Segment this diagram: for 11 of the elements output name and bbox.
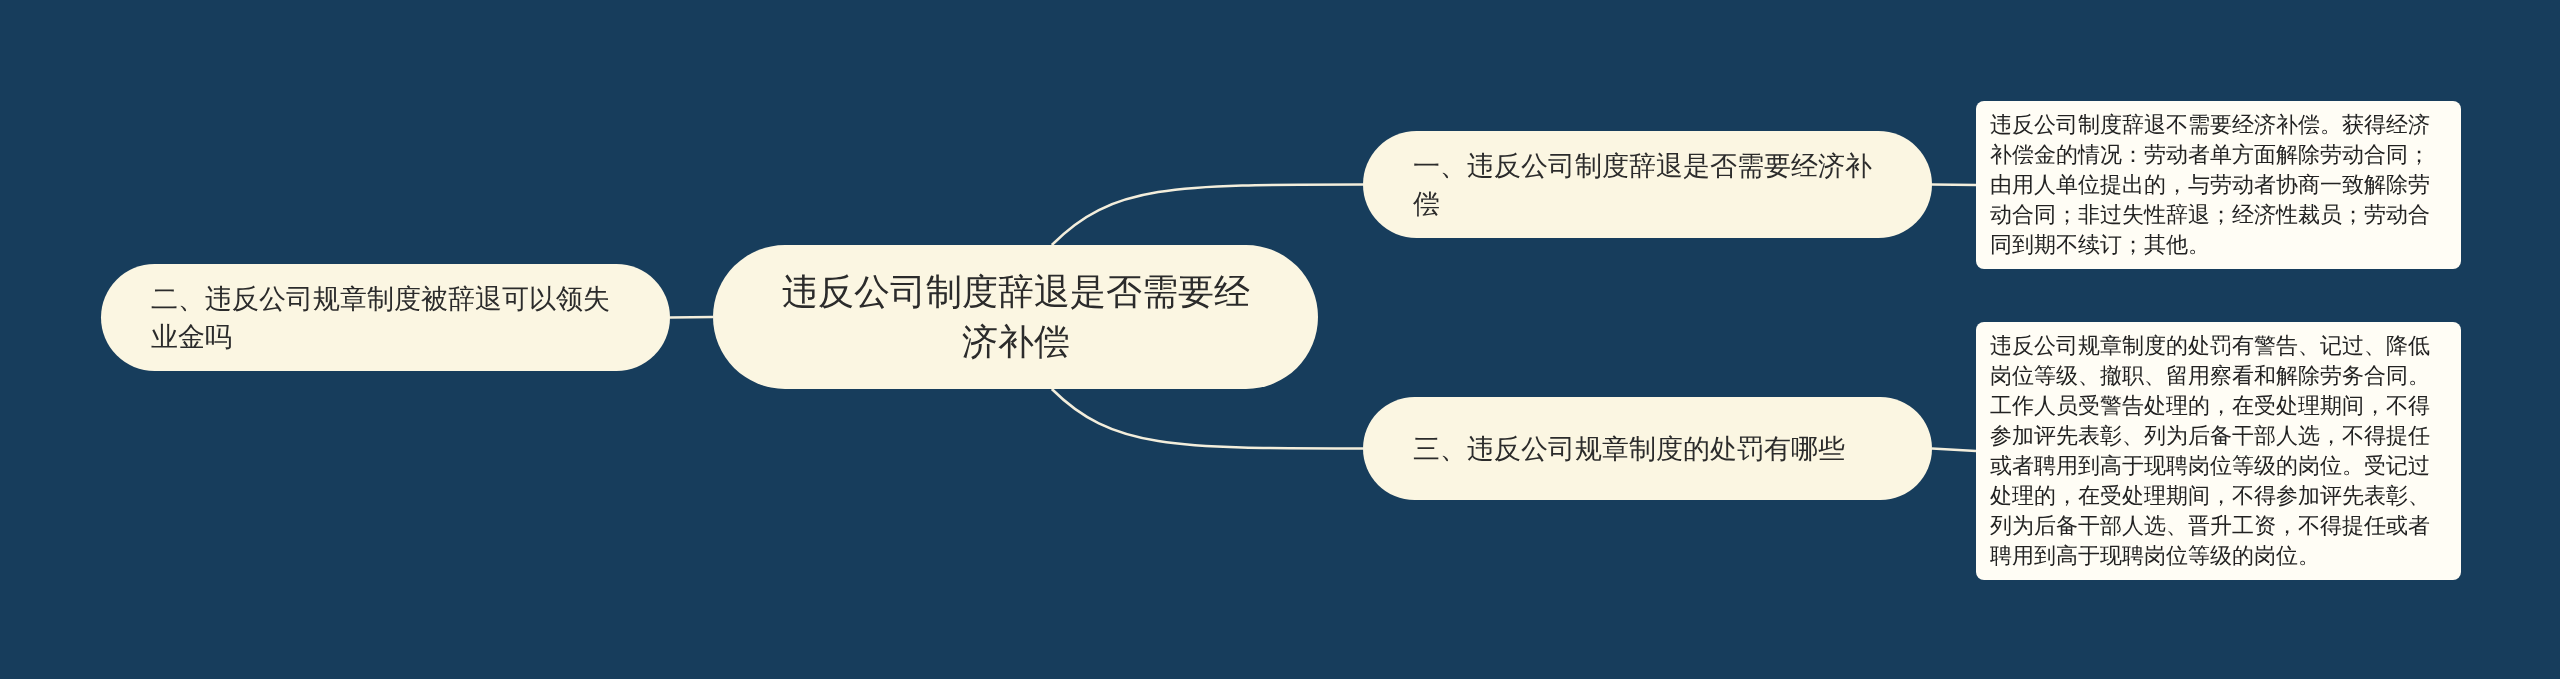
connector-line — [1050, 183, 1363, 246]
central-topic: 违反公司制度辞退是否需要经济补偿 — [713, 245, 1318, 389]
topic-node: 三、违反公司规章制度的处罚有哪些 — [1363, 397, 1932, 500]
note-card: 违反公司制度辞退不需要经济补偿。获得经济补偿金的情况：劳动者单方面解除劳动合同；由用人单位提出的，与劳动者协商一致解除劳动合同；非过失性辞退；经济性裁员；劳动合同到期不续订；其他。 — [1976, 101, 2461, 269]
connector-line — [670, 315, 713, 319]
connector-line — [1931, 447, 1977, 453]
connector-line — [1932, 183, 1976, 187]
connector-line — [1050, 388, 1363, 450]
topic-node: 二、违反公司规章制度被辞退可以领失业金吗 — [101, 264, 670, 371]
topic-node: 一、违反公司制度辞退是否需要经济补偿 — [1363, 131, 1932, 238]
note-card: 违反公司规章制度的处罚有警告、记过、降低岗位等级、撤职、留用察看和解除劳务合同。工作人员受警告处理的，在受处理期间，不得参加评先表彰、列为后备干部人选，不得提任或者聘用到高于现聘岗位等级的岗位。受记过处理的，在受处理期间，不得参加评先表彰、列为后备干部人选、晋升工资，不得提任或者聘用到高于现聘岗位等级的岗位。 — [1976, 322, 2461, 580]
